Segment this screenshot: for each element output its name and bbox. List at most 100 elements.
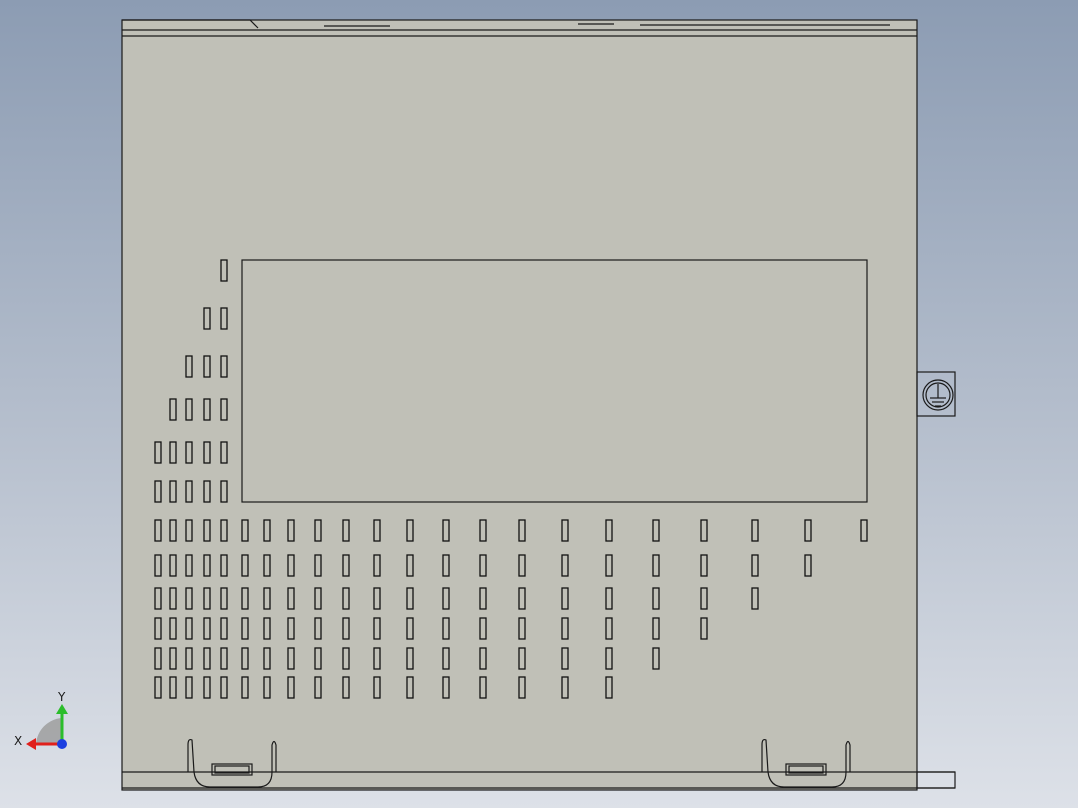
vent-slots xyxy=(154,259,868,699)
mounting-clip-right[interactable] xyxy=(761,738,851,788)
vent-slot xyxy=(287,676,295,699)
vent-slot xyxy=(220,307,228,330)
vent-slot xyxy=(342,554,350,577)
vent-slot xyxy=(287,587,295,610)
mounting-clip-left[interactable] xyxy=(187,738,277,788)
vent-slot xyxy=(479,647,487,670)
vent-slot xyxy=(406,647,414,670)
vent-slot xyxy=(154,554,162,577)
vent-slot xyxy=(605,647,613,670)
vent-slot xyxy=(154,480,162,503)
vent-slot xyxy=(287,617,295,640)
vent-slot xyxy=(241,587,249,610)
vent-slot xyxy=(154,587,162,610)
vent-slot xyxy=(518,519,526,542)
vent-slot xyxy=(479,519,487,542)
vent-slot xyxy=(314,617,322,640)
vent-slot xyxy=(406,617,414,640)
vent-slot xyxy=(241,617,249,640)
vent-slot xyxy=(442,519,450,542)
vent-slot xyxy=(154,441,162,464)
vent-slot xyxy=(203,398,211,421)
vent-slot xyxy=(373,519,381,542)
vent-slot xyxy=(652,587,660,610)
vent-slot xyxy=(169,519,177,542)
vent-slot xyxy=(314,519,322,542)
ground-lug[interactable] xyxy=(916,371,956,417)
vent-slot xyxy=(263,554,271,577)
vent-slot xyxy=(442,647,450,670)
vent-slot xyxy=(185,480,193,503)
vent-slot xyxy=(154,676,162,699)
vent-slot xyxy=(479,617,487,640)
vent-slot xyxy=(220,480,228,503)
vent-slot xyxy=(804,519,812,542)
vent-slot xyxy=(314,676,322,699)
vent-slot xyxy=(518,617,526,640)
vent-slot xyxy=(804,554,812,577)
earth-ground-icon xyxy=(930,384,946,407)
vent-slot xyxy=(479,554,487,577)
vent-slot xyxy=(561,676,569,699)
vent-slot xyxy=(373,647,381,670)
vent-slot xyxy=(561,647,569,670)
vent-slot xyxy=(203,307,211,330)
vent-slot xyxy=(263,647,271,670)
z-axis-dot xyxy=(57,739,67,749)
vent-slot xyxy=(185,554,193,577)
vent-slot xyxy=(185,676,193,699)
vent-slot xyxy=(203,617,211,640)
vent-slot xyxy=(751,554,759,577)
vent-slot xyxy=(406,587,414,610)
vent-slot xyxy=(406,519,414,542)
vent-slot xyxy=(518,587,526,610)
vent-slot xyxy=(220,676,228,699)
vent-slot xyxy=(442,617,450,640)
vent-slot xyxy=(561,554,569,577)
vent-slot xyxy=(220,617,228,640)
vent-slot xyxy=(220,398,228,421)
vent-slot xyxy=(203,587,211,610)
enclosure-body xyxy=(121,19,918,791)
vent-slot xyxy=(169,617,177,640)
vent-slot xyxy=(241,676,249,699)
vent-slot xyxy=(287,519,295,542)
vent-slot xyxy=(169,676,177,699)
vent-slot xyxy=(263,617,271,640)
x-axis-label: X xyxy=(14,734,22,748)
vent-slot xyxy=(442,587,450,610)
vent-slot xyxy=(605,676,613,699)
vent-slot xyxy=(203,647,211,670)
vent-slot xyxy=(220,587,228,610)
vent-slot xyxy=(185,587,193,610)
vent-slot xyxy=(342,676,350,699)
vent-slot xyxy=(314,554,322,577)
vent-slot xyxy=(518,554,526,577)
vent-slot xyxy=(605,519,613,542)
vent-slot xyxy=(561,587,569,610)
top-edge xyxy=(122,19,917,37)
vent-slot xyxy=(203,554,211,577)
vent-slot xyxy=(342,617,350,640)
vent-slot xyxy=(652,647,660,670)
vent-slot xyxy=(203,480,211,503)
vent-slot xyxy=(479,676,487,699)
vent-slot xyxy=(220,647,228,670)
vent-slot xyxy=(373,554,381,577)
vent-slot xyxy=(185,441,193,464)
vent-slot xyxy=(263,676,271,699)
vent-slot xyxy=(518,676,526,699)
vent-slot xyxy=(605,617,613,640)
vent-slot xyxy=(169,398,177,421)
vent-slot xyxy=(373,617,381,640)
vent-slot xyxy=(185,519,193,542)
vent-slot xyxy=(652,617,660,640)
vent-slot xyxy=(751,587,759,610)
vent-slot xyxy=(203,676,211,699)
vent-slot xyxy=(169,587,177,610)
vent-slot xyxy=(518,647,526,670)
vent-slot xyxy=(185,398,193,421)
vent-slot xyxy=(860,519,868,542)
